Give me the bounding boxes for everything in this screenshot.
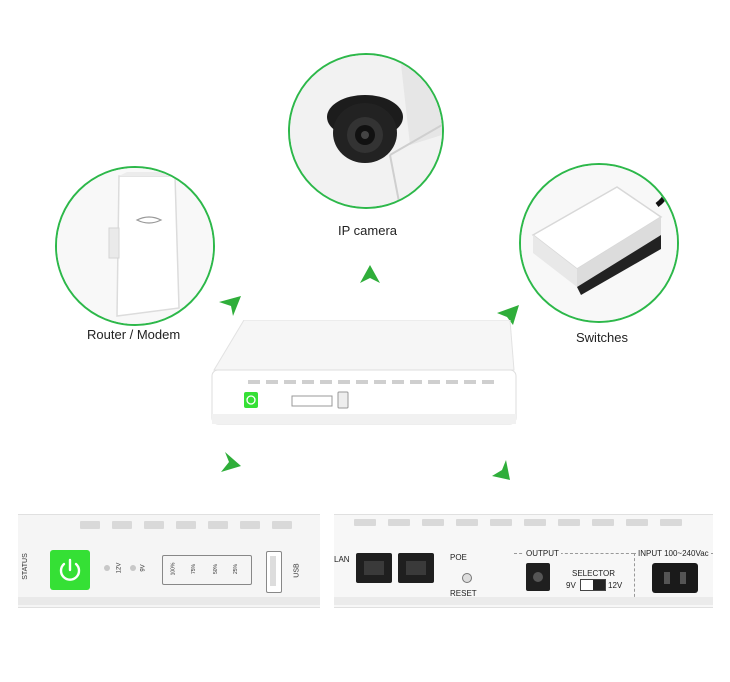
arrow-up-icon bbox=[360, 265, 380, 283]
output-label: OUTPUT bbox=[524, 549, 561, 558]
arrow-downleft-icon bbox=[221, 452, 241, 472]
vent-slot bbox=[112, 521, 132, 529]
router-device-icon bbox=[57, 168, 213, 324]
mini-ups-device bbox=[210, 319, 518, 428]
usb-port[interactable] bbox=[266, 551, 282, 593]
power-icon bbox=[59, 558, 81, 581]
ip-camera-photo bbox=[288, 53, 444, 209]
input-label: INPUT 100~240Vac bbox=[636, 549, 711, 558]
reset-label: RESET bbox=[450, 589, 477, 598]
power-button[interactable] bbox=[50, 550, 90, 590]
ups-body-shape bbox=[211, 319, 517, 425]
v9-label: 9V bbox=[140, 564, 147, 572]
network-switch-icon bbox=[521, 165, 677, 321]
led-12v bbox=[104, 565, 110, 571]
vent-slot bbox=[626, 519, 648, 526]
selector-12v-label: 12V bbox=[608, 581, 623, 590]
arrow-upright-icon bbox=[497, 305, 519, 325]
level-100: 100% bbox=[170, 562, 177, 576]
battery-level-indicator: 100% 75% 50% 25% bbox=[162, 555, 252, 585]
status-label: STATUS bbox=[21, 553, 29, 580]
vent-slot bbox=[490, 519, 512, 526]
selector-9v-label: 9V bbox=[566, 581, 576, 590]
selector-label: SELECTOR bbox=[572, 569, 615, 578]
front-panel-closeup: STATUS 12V 9V 100% 75% 50% 25% USB bbox=[18, 514, 320, 608]
switch-photo bbox=[519, 163, 679, 323]
vent-slot bbox=[208, 521, 228, 529]
poe-port[interactable] bbox=[398, 553, 434, 583]
level-50: 50% bbox=[213, 563, 220, 575]
arrow-downright-icon bbox=[492, 460, 510, 480]
lan-label: LAN bbox=[334, 555, 350, 564]
v12-label: 12V bbox=[116, 562, 123, 574]
led-9v bbox=[130, 565, 136, 571]
vent-slot bbox=[422, 519, 444, 526]
vent-slot bbox=[456, 519, 478, 526]
vent-slot bbox=[272, 521, 292, 529]
vent-slot bbox=[388, 519, 410, 526]
router-photo bbox=[55, 166, 215, 326]
vent-slot bbox=[660, 519, 682, 526]
output-frame bbox=[514, 553, 634, 602]
vent-slot bbox=[240, 521, 260, 529]
router-modem-label: Router / Modem bbox=[87, 327, 181, 342]
ac-input-socket[interactable] bbox=[652, 563, 698, 593]
rear-panel-closeup: LAN POE RESET OUTPUT SELECTOR 9V 12V INP… bbox=[334, 514, 713, 608]
arrow-upleft-icon bbox=[219, 296, 241, 316]
vent-slot bbox=[558, 519, 580, 526]
usb-label: USB bbox=[293, 563, 301, 578]
output-dc-port[interactable] bbox=[526, 563, 550, 591]
lan-port[interactable] bbox=[356, 553, 392, 583]
ip-camera-label: IP camera bbox=[338, 223, 398, 238]
vent-slot bbox=[354, 519, 376, 526]
poe-label: POE bbox=[450, 553, 467, 562]
vent-slot bbox=[524, 519, 546, 526]
voltage-selector-switch[interactable] bbox=[580, 579, 606, 591]
dome-camera-icon bbox=[290, 55, 442, 207]
vent-slot bbox=[592, 519, 614, 526]
reset-button[interactable] bbox=[462, 573, 472, 583]
switches-label: Switches bbox=[576, 330, 629, 345]
level-25: 25% bbox=[233, 563, 240, 575]
vent-slot bbox=[176, 521, 196, 529]
level-75: 75% bbox=[191, 563, 198, 575]
vent-slot bbox=[80, 521, 100, 529]
vent-slot bbox=[144, 521, 164, 529]
